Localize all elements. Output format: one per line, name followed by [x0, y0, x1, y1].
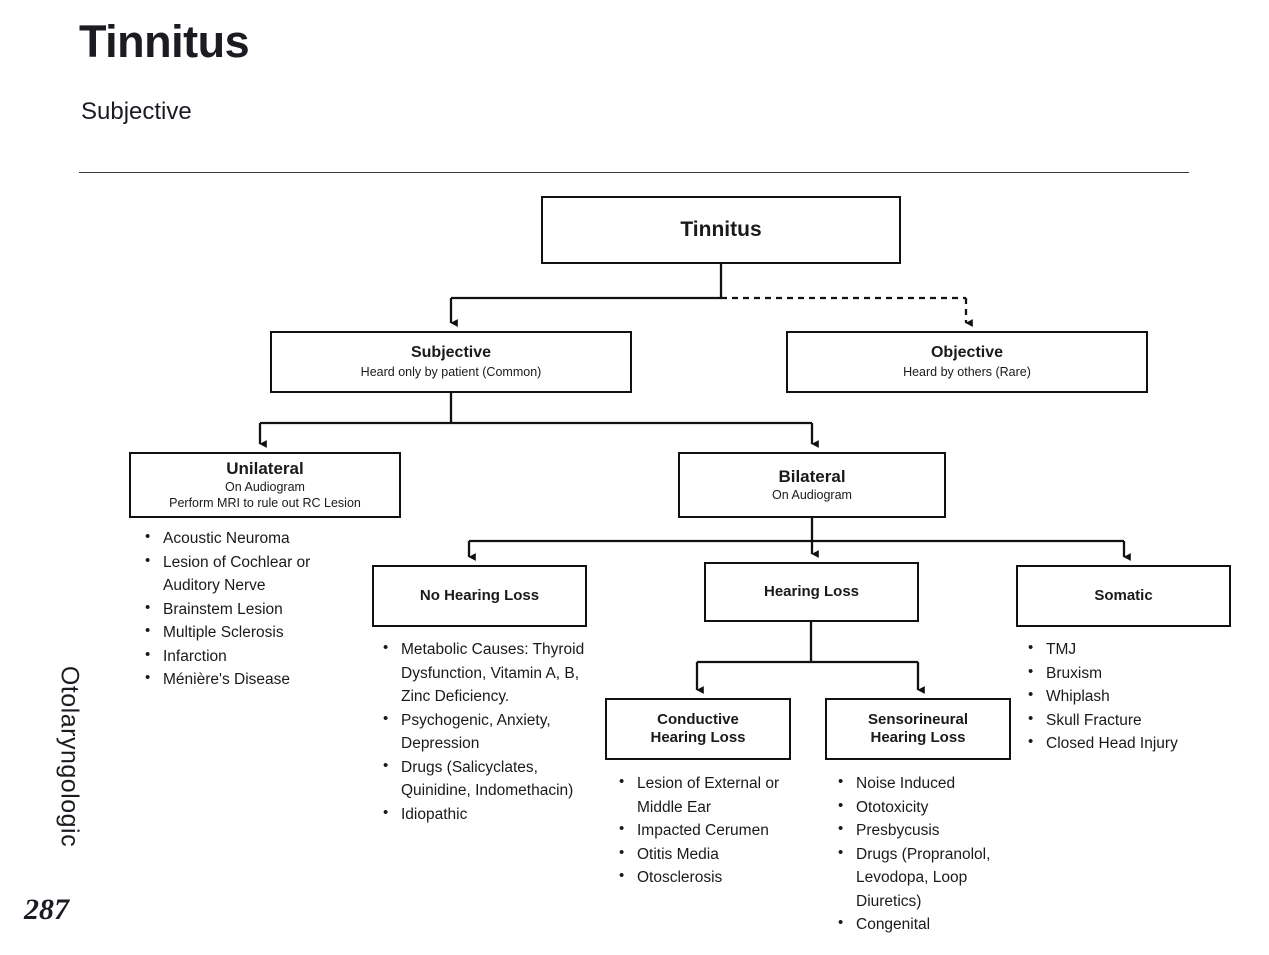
node-title: Hearing Loss — [763, 583, 860, 601]
node-title-line2: Hearing Loss — [650, 729, 746, 746]
node-title-line1: Sensorineural — [867, 711, 969, 729]
node-title-line2: Hearing Loss — [870, 729, 966, 746]
list-item: Ménière's Disease — [143, 667, 358, 692]
node-sensorineural-hearing-loss[interactable]: Sensorineural Hearing Loss — [825, 698, 1011, 760]
node-subtitle: Heard only by patient (Common) — [360, 365, 542, 380]
node-no-hearing-loss[interactable]: No Hearing Loss — [372, 565, 587, 627]
list-item: Presbycusis — [836, 818, 1026, 843]
list-item: Infarction — [143, 644, 358, 669]
list-item: Otitis Media — [617, 842, 797, 867]
list-item: Impacted Cerumen — [617, 818, 797, 843]
header-divider — [79, 172, 1189, 173]
node-subjective[interactable]: Subjective Heard only by patient (Common… — [270, 331, 632, 393]
list-item: TMJ — [1026, 637, 1241, 662]
list-item: Metabolic Causes: Thyroid Dysfunction, V… — [381, 637, 586, 709]
page-subtitle: Subjective — [81, 98, 192, 125]
list-item: Brainstem Lesion — [143, 597, 358, 622]
list-item: Skull Fracture — [1026, 708, 1241, 733]
list-item: Otosclerosis — [617, 865, 797, 890]
list-item: Multiple Sclerosis — [143, 620, 358, 645]
list-item: Bruxism — [1026, 661, 1241, 686]
list-item: Lesion of External or Middle Ear — [617, 771, 797, 819]
node-hearing-loss[interactable]: Hearing Loss — [704, 562, 919, 622]
list-item: Closed Head Injury — [1026, 731, 1241, 756]
node-unilateral[interactable]: Unilateral On Audiogram Perform MRI to r… — [129, 452, 401, 518]
node-bilateral[interactable]: Bilateral On Audiogram — [678, 452, 946, 518]
node-tinnitus[interactable]: Tinnitus — [541, 196, 901, 264]
node-somatic[interactable]: Somatic — [1016, 565, 1231, 627]
page-number: 287 — [24, 893, 69, 926]
node-subtitle: On Audiogram — [772, 488, 852, 503]
node-title: Somatic — [1094, 587, 1153, 605]
node-title: Subjective — [410, 344, 492, 362]
list-item: Ototoxicity — [836, 795, 1026, 820]
list-item: Whiplash — [1026, 684, 1241, 709]
node-subtitle-secondary: Perform MRI to rule out RC Lesion — [169, 496, 361, 511]
list-conductive-causes: Lesion of External or Middle EarImpacted… — [617, 771, 797, 890]
list-no-hearing-loss-causes: Metabolic Causes: Thyroid Dysfunction, V… — [381, 637, 586, 827]
list-sensorineural-causes: Noise InducedOtotoxicityPresbycusisDrugs… — [836, 771, 1026, 937]
node-title-line1: Conductive — [657, 711, 739, 729]
node-conductive-hearing-loss[interactable]: Conductive Hearing Loss — [605, 698, 791, 760]
list-item: Drugs (Salicyclates, Quinidine, Indometh… — [381, 755, 586, 803]
node-subtitle: Heard by others (Rare) — [903, 365, 1031, 380]
node-title: Unilateral — [226, 459, 304, 479]
list-somatic-causes: TMJBruxismWhiplashSkull FractureClosed H… — [1026, 637, 1241, 756]
node-title: No Hearing Loss — [419, 587, 540, 605]
list-item: Noise Induced — [836, 771, 1026, 796]
node-title: Bilateral — [778, 467, 846, 487]
list-item: Acoustic Neuroma — [143, 526, 358, 551]
list-item: Congenital — [836, 912, 1026, 937]
list-item: Lesion of Cochlear or Auditory Nerve — [143, 550, 358, 598]
node-objective[interactable]: Objective Heard by others (Rare) — [786, 331, 1148, 393]
list-item: Idiopathic — [381, 802, 586, 827]
node-title: Tinnitus — [680, 217, 762, 241]
list-item: Psychogenic, Anxiety, Depression — [381, 708, 586, 756]
list-item: Drugs (Propranolol, Levodopa, Loop Diure… — [836, 842, 1026, 914]
node-subtitle: On Audiogram — [225, 480, 305, 495]
node-title: Objective — [930, 344, 1004, 362]
page-title: Tinnitus — [79, 16, 250, 67]
list-unilateral-causes: Acoustic NeuromaLesion of Cochlear or Au… — [143, 526, 358, 692]
